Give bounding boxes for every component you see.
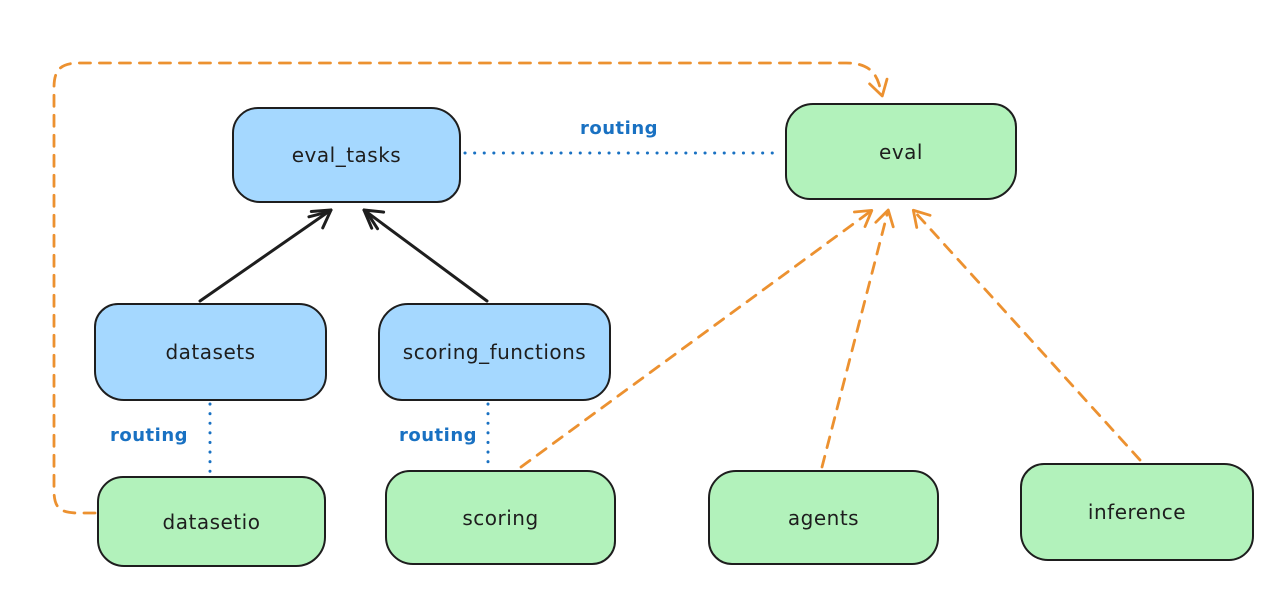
node-eval-tasks-label: eval_tasks bbox=[291, 143, 402, 167]
edge-label-routing-eval-tasks-eval: routing bbox=[579, 118, 659, 139]
node-eval-label: eval bbox=[879, 139, 923, 164]
edge-label-routing-scoring-functions-scoring: routing bbox=[398, 425, 478, 446]
node-eval: eval bbox=[785, 103, 1017, 200]
node-eval-tasks: eval_tasks bbox=[232, 107, 461, 203]
node-scoring-functions: scoring_functions bbox=[378, 303, 611, 401]
node-datasets-label: datasets bbox=[165, 340, 256, 364]
node-inference: inference bbox=[1020, 463, 1254, 561]
edge-agents-to-eval bbox=[820, 208, 895, 469]
node-datasetio: datasetio bbox=[97, 476, 326, 567]
edge-inference-to-eval bbox=[911, 208, 1142, 462]
edge-datasets-to-eval-tasks bbox=[198, 208, 333, 303]
edge-scoring-to-eval bbox=[519, 209, 874, 469]
edge-scoring-functions-to-eval-tasks bbox=[362, 208, 489, 303]
node-scoring-label: scoring bbox=[462, 505, 539, 530]
node-scoring-functions-label: scoring_functions bbox=[402, 340, 587, 364]
edge-datasetio-to-eval bbox=[52, 61, 889, 515]
node-datasets: datasets bbox=[94, 303, 327, 401]
node-scoring: scoring bbox=[385, 470, 616, 565]
node-agents-label: agents bbox=[787, 505, 860, 530]
node-inference-label: inference bbox=[1087, 500, 1187, 524]
edge-label-routing-datasets-datasetio: routing bbox=[109, 425, 189, 446]
node-datasetio-label: datasetio bbox=[162, 509, 261, 534]
node-agents: agents bbox=[708, 470, 939, 565]
